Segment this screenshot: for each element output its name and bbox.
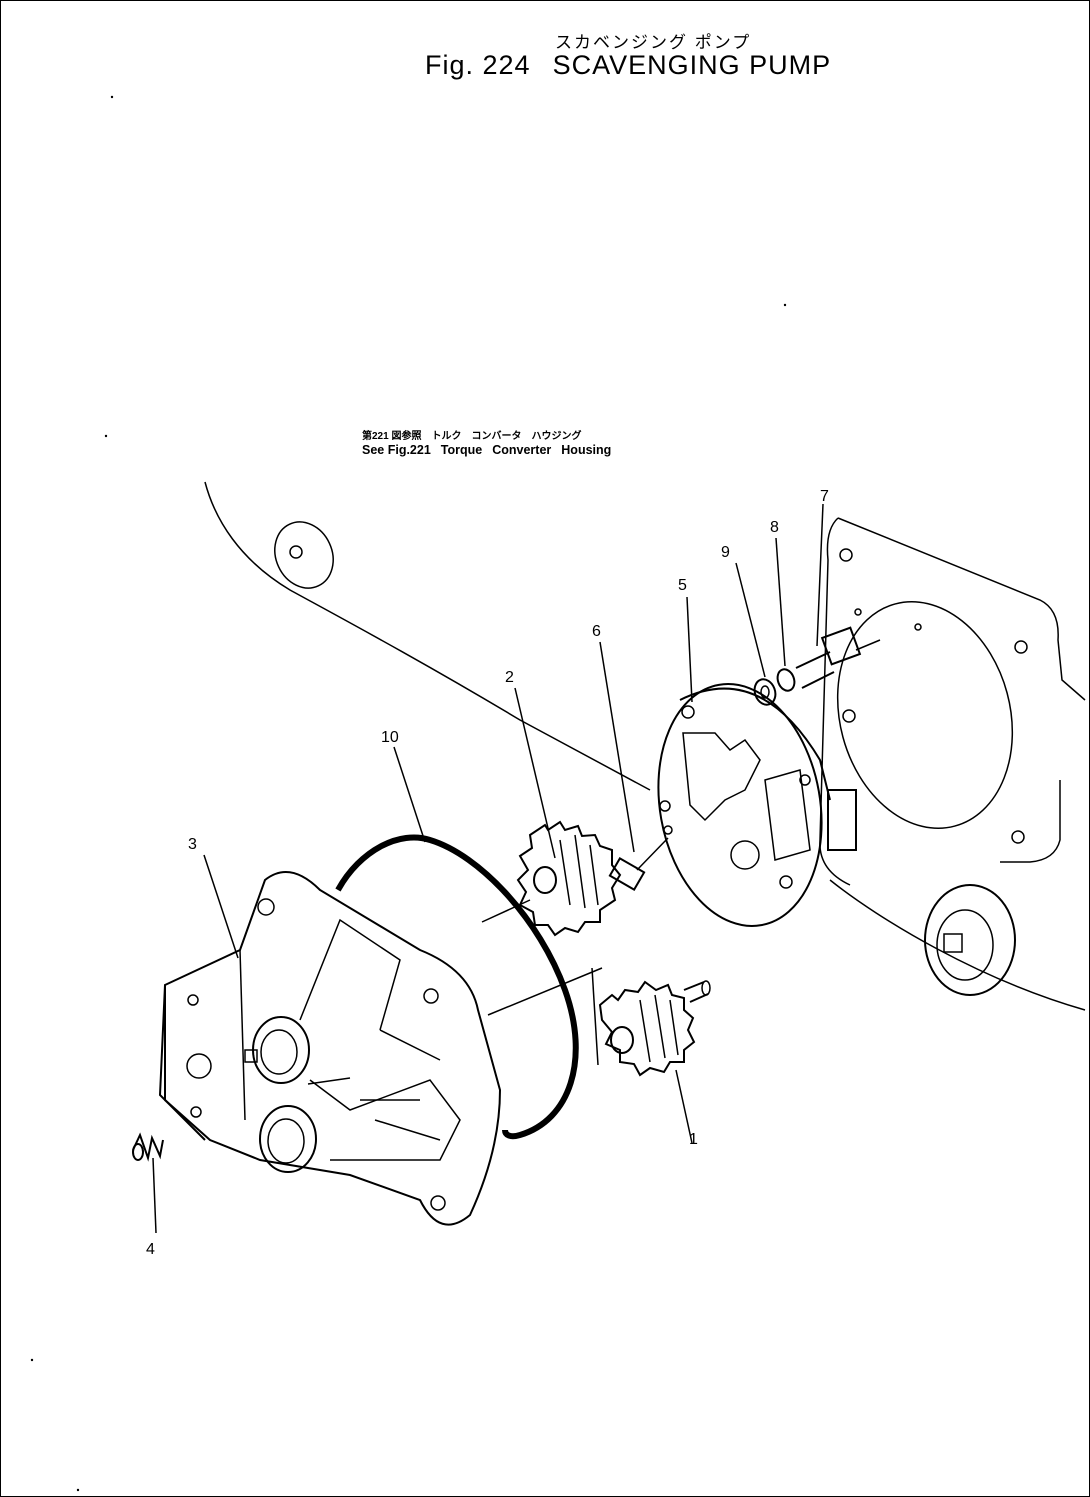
- figure-number: Fig. 224: [425, 50, 531, 80]
- ref-jp-torque: トルク: [431, 431, 462, 442]
- callout-3: 3: [188, 836, 197, 853]
- ref-jp-housing: ハウジング: [531, 431, 582, 442]
- ref-see-fig: See Fig.221: [362, 443, 431, 457]
- callout-8: 8: [770, 519, 779, 536]
- ref-jp-converter: コンバータ: [471, 431, 522, 442]
- leader-lines: [152, 503, 824, 1234]
- driven-gear: [598, 980, 711, 1077]
- callout-2: 2: [505, 669, 514, 686]
- o-ring: [335, 834, 579, 1140]
- bolt-and-washers: [753, 626, 862, 706]
- figure-name: SCAVENGING PUMP: [552, 50, 832, 80]
- converter-housing-outline: [204, 481, 1086, 1011]
- drive-gear: [516, 820, 622, 937]
- callout-7: 7: [820, 488, 829, 505]
- cover-plate: [657, 683, 857, 927]
- scan-specks: [30, 95, 787, 1492]
- reference-note: See Fig.221 Torque Converter Housing: [362, 443, 621, 457]
- title-japanese: スカベンジング ポンプ: [555, 33, 752, 52]
- ref-housing: Housing: [561, 443, 612, 457]
- callout-1: 1: [689, 1131, 698, 1148]
- ref-jp-see: 第221 図参照: [362, 431, 422, 442]
- callout-4: 4: [146, 1241, 155, 1258]
- ref-torque: Torque: [440, 443, 483, 457]
- callout-10: 10: [381, 729, 399, 746]
- callout-numbers: 3 2 10 6 5 9 8 7 4 1: [146, 488, 829, 1258]
- pump-body: [158, 871, 502, 1226]
- figure-title: Fig. 224 SCAVENGING PUMP: [425, 50, 831, 81]
- spring: [132, 1132, 164, 1162]
- housing-plug: [924, 884, 1016, 996]
- dowel-pin: [608, 825, 673, 892]
- reference-note-japanese: 第221 図参照トルクコンバータハウジング: [362, 427, 591, 442]
- callout-9: 9: [721, 544, 730, 561]
- callout-5: 5: [678, 577, 687, 594]
- callout-6: 6: [592, 623, 601, 640]
- assembly-center-lines: [481, 639, 881, 1066]
- ref-converter: Converter: [492, 443, 552, 457]
